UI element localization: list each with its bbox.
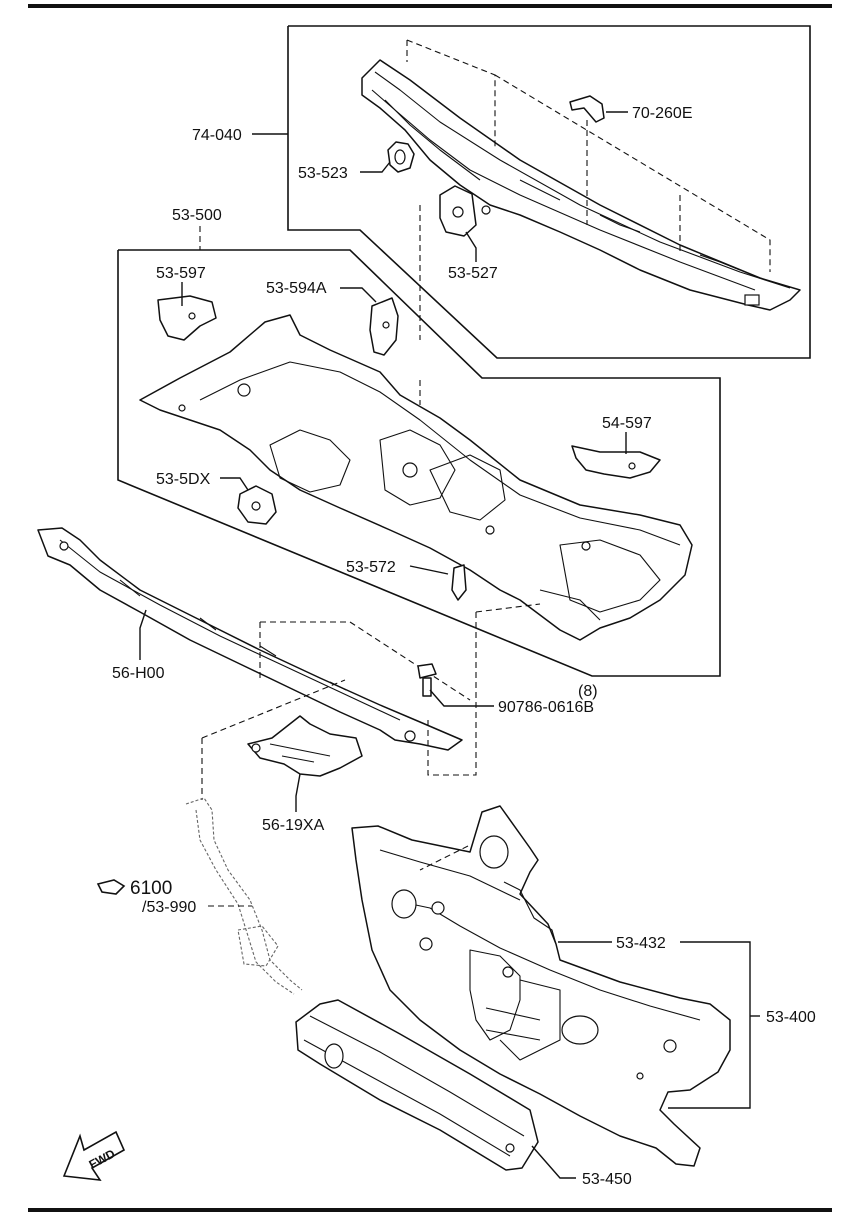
clip-53-572-part (451, 564, 467, 601)
label-53-572: 53-572 (346, 559, 396, 576)
label-53-5dx: 53-5DX (156, 471, 211, 488)
label-70-260e: 70-260E (632, 105, 693, 122)
label-53-990: /53-990 (142, 899, 196, 916)
bracket-70-260e-part (569, 95, 605, 123)
cowl-panel-part (361, 59, 801, 311)
label-53-523: 53-523 (298, 165, 348, 182)
dash-upper-panel-53-400-part (351, 805, 731, 1167)
label-74-040: 74-040 (192, 127, 242, 144)
label-56-h00: 56-H00 (112, 665, 165, 682)
label-53-527: 53-527 (448, 265, 498, 282)
cross-member-53-450-part (295, 999, 539, 1171)
cowl-group-box (287, 25, 811, 359)
label-qty-8: (8) (578, 683, 598, 700)
label-6100: 6100 (130, 878, 172, 899)
bracket-56-19xa-part (247, 715, 363, 777)
steering-column-ghost-part (185, 797, 303, 995)
label-53-450: 53-450 (582, 1171, 632, 1188)
section-reference-icon (96, 879, 126, 895)
cross-member-56-h00-part (37, 527, 463, 751)
label-90786-0616b: 90786-0616B (498, 699, 594, 716)
label-53-597: 53-597 (156, 265, 206, 282)
label-53-432: 53-432 (616, 935, 666, 952)
bracket-53-597-part (157, 295, 217, 341)
bracket-53-5dx-part (237, 485, 277, 525)
bracket-54-597-part (571, 445, 661, 479)
dash-lower-panel-part (139, 314, 693, 641)
label-53-594a: 53-594A (266, 280, 327, 297)
clip-53-523-part (387, 141, 415, 173)
bracket-53-527-part (439, 185, 477, 237)
label-54-597: 54-597 (602, 415, 652, 432)
label-53-500: 53-500 (172, 207, 222, 224)
forward-direction-arrow-icon: FWD (62, 1130, 126, 1181)
bracket-53-594a-part (369, 297, 399, 356)
bolt-90786-0616b-part (417, 663, 437, 697)
dash-panel-group-box (117, 249, 721, 677)
label-56-19xa: 56-19XA (262, 817, 325, 834)
label-53-400: 53-400 (766, 1009, 816, 1026)
